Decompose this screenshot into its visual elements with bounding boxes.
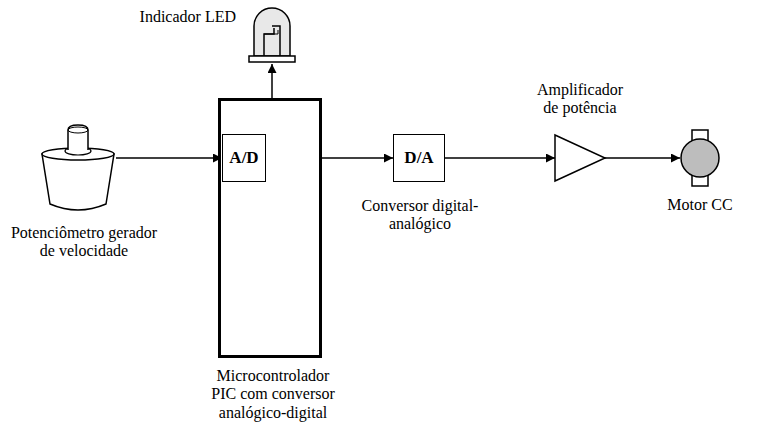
caption-label: Amplificador de potência — [530, 81, 630, 118]
box-label: D/A — [394, 135, 444, 181]
power-amplifier: Amplificador de potência — [555, 135, 605, 181]
caption-label: Conversor digital-analógico — [355, 197, 485, 234]
caption-label: Microcontrolador PIC com conversor analó… — [208, 367, 338, 422]
dc-motor-symbol — [680, 138, 720, 178]
signal-arrow — [271, 64, 273, 98]
adc-box: A/D — [222, 134, 266, 182]
caption-label: Motor CC — [655, 196, 745, 214]
amplifier-triangle — [555, 135, 605, 181]
led-indicator-symbol — [244, 4, 300, 64]
signal-arrow — [605, 157, 680, 159]
pot-body — [42, 154, 114, 210]
signal-arrow — [445, 157, 555, 159]
box-label: A/D — [223, 135, 265, 181]
dc-motor: Motor CC — [680, 138, 720, 178]
led-rim — [249, 56, 295, 62]
potentiometer-symbol — [40, 124, 116, 214]
dac-box: D/AConversor digital-analógico — [393, 134, 445, 182]
signal-arrow — [322, 157, 393, 159]
pot-knob — [68, 125, 88, 150]
caption-label: Potenciômetro gerador de velocidade — [4, 224, 164, 261]
caption-label: Indicador LED — [102, 8, 236, 26]
motor-body — [681, 139, 719, 177]
led-leads — [264, 26, 280, 56]
signal-arrow — [116, 157, 222, 159]
potentiometer: Potenciômetro gerador de velocidade — [40, 124, 116, 214]
power-amplifier-symbol — [555, 135, 605, 181]
pot-knob-top — [68, 127, 88, 133]
led-indicator: Indicador LED — [244, 4, 300, 64]
led-dome — [254, 8, 290, 56]
led-die — [264, 30, 278, 34]
microcontroller-box: Microcontrolador PIC com conversor analó… — [218, 98, 322, 358]
